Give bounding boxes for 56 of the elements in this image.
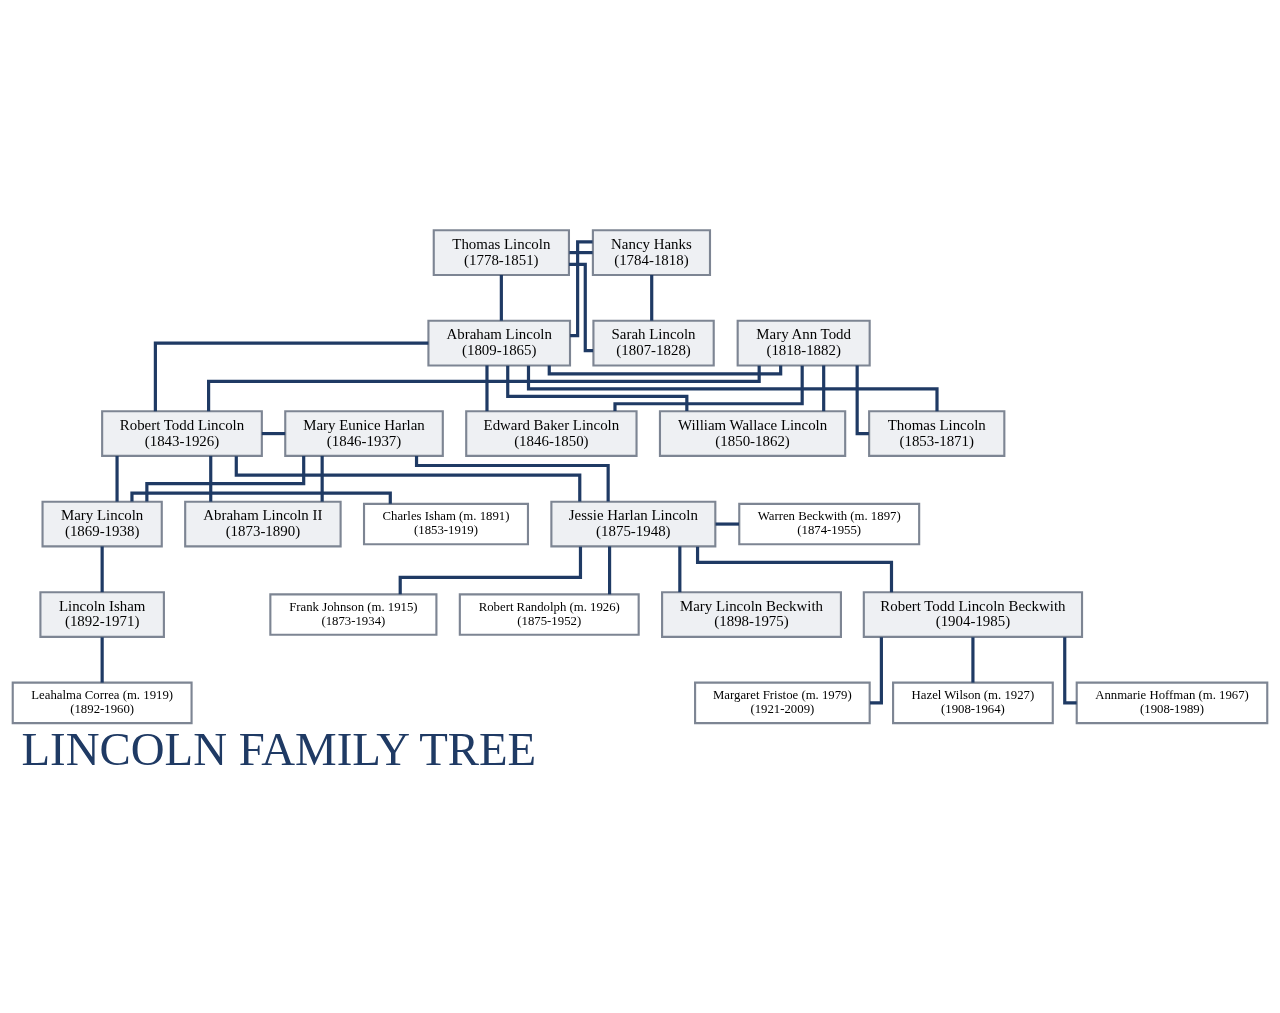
connector (570, 240, 593, 338)
connector (100, 546, 104, 593)
connector (613, 365, 804, 411)
connector (569, 251, 593, 255)
connector (207, 365, 761, 412)
connector (506, 365, 689, 412)
node-box: Mary Lincoln Beckwith (1898-1975) (661, 591, 842, 638)
connector (695, 546, 894, 593)
connector (855, 365, 869, 436)
node-box: Margaret Fristoe (m. 1979) (1921-2009) (694, 681, 871, 725)
connector (130, 491, 392, 504)
node-box: Mary Ann Todd (1818-1882) (736, 319, 871, 367)
connector (569, 262, 594, 353)
connector (234, 456, 582, 502)
node-box: Robert Todd Lincoln (1843-1926) (101, 410, 263, 457)
node-box: Thomas Lincoln (1778-1851) (432, 229, 570, 277)
connector (678, 546, 682, 593)
connector (547, 365, 783, 376)
node-box: Leahalma Correa (m. 1919) (1892-1960) (11, 681, 193, 725)
connector (971, 637, 975, 683)
connector (414, 456, 610, 502)
connector (870, 637, 883, 705)
node-box: Abraham Lincoln II (1873-1890) (184, 500, 342, 548)
node-box: Lincoln Isham (1892-1971) (39, 591, 165, 638)
connector (715, 522, 739, 526)
node-box: Annmarie Hoffman (m. 1967) (1908-1989) (1075, 681, 1269, 725)
node-box: Edward Baker Lincoln (1846-1850) (465, 410, 638, 457)
connector (209, 455, 213, 502)
node-box: Charles Isham (m. 1891) (1853-1919) (362, 502, 530, 546)
node-box: Mary Lincoln (1869-1938) (41, 500, 163, 548)
connector (485, 365, 489, 412)
connector (153, 341, 429, 412)
connector (650, 275, 654, 321)
node-box: Sarah Lincoln (1807-1828) (592, 319, 715, 367)
node-box: Robert Randolph (m. 1926) (1875-1952) (458, 593, 640, 636)
diagram-title: LINCOLN FAMILY TREE (21, 722, 537, 775)
node-box: Jessie Harlan Lincoln (1875-1948) (550, 500, 717, 548)
connector (1063, 637, 1077, 705)
node-box: Hazel Wilson (m. 1927) (1908-1964) (892, 681, 1054, 725)
connector (261, 432, 286, 436)
connector (115, 455, 119, 502)
connector (320, 455, 324, 502)
node-box: Nancy Hanks (1784-1818) (591, 229, 712, 277)
connector (822, 365, 826, 412)
node-box: Mary Eunice Harlan (1846-1937) (284, 410, 444, 457)
node-box: William Wallace Lincoln (1850-1862) (658, 410, 847, 457)
connector (398, 546, 583, 595)
connector (145, 455, 306, 502)
node-box: Abraham Lincoln (1809-1865) (427, 319, 572, 367)
connector (100, 637, 104, 683)
node-box: Thomas Lincoln (1853-1871) (868, 410, 1006, 457)
connector (608, 546, 612, 595)
node-box: Warren Beckwith (m. 1897) (1874-1955) (738, 502, 921, 546)
node-box: Frank Johnson (m. 1915) (1873-1934) (269, 593, 438, 636)
node-box: Robert Todd Lincoln Beckwith (1904-1985) (862, 591, 1084, 638)
connector (499, 275, 503, 321)
